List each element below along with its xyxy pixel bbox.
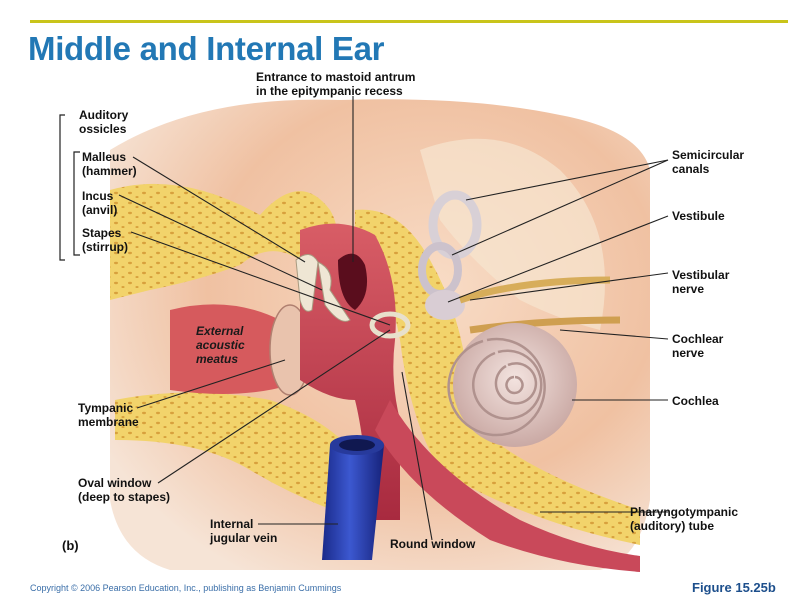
ossicles-sub-bracket: [73, 151, 80, 256]
external-acoustic-meatus: [170, 304, 290, 394]
cochlear-nerve-shape: [469, 316, 621, 334]
label-pharyngotympanic-tube: Pharyngotympanic(auditory) tube: [630, 505, 739, 533]
temporal-bone-upper: [110, 183, 338, 300]
label-oval-window: Oval window(deep to stapes): [78, 476, 171, 504]
label-malleus: Malleus(hammer): [82, 150, 137, 178]
vestibular-nerve-shape: [458, 276, 611, 304]
petrous-bone: [355, 209, 640, 546]
cochlea-shape: [453, 323, 577, 447]
auditory-tube: [375, 400, 640, 572]
top-rule: [30, 20, 788, 23]
cochlea-spiral: [447, 337, 546, 437]
label-stapes: Stapes(stirrup): [82, 226, 128, 254]
temporal-bone-lower: [115, 392, 360, 520]
panel-label: (b): [62, 538, 79, 553]
ossicles-bracket: [59, 114, 65, 261]
mastoid-antrum: [338, 253, 368, 310]
copyright-notice: Copyright © 2006 Pearson Education, Inc.…: [30, 583, 342, 593]
label-incus: Incus(anvil): [82, 189, 118, 217]
figure-number: Figure 15.25b: [692, 580, 776, 595]
label-vestibule: Vestibule: [672, 209, 725, 223]
incus-shape: [317, 261, 351, 322]
label-cochlea: Cochlea: [672, 394, 719, 408]
jugular-vein-shape: [322, 445, 384, 560]
page-title: Middle and Internal Ear: [28, 30, 385, 67]
stapes-shape: [369, 311, 411, 339]
leader-lines: [118, 96, 669, 541]
label-round-window: Round window: [390, 537, 476, 551]
vestibule-shape: [425, 290, 465, 320]
